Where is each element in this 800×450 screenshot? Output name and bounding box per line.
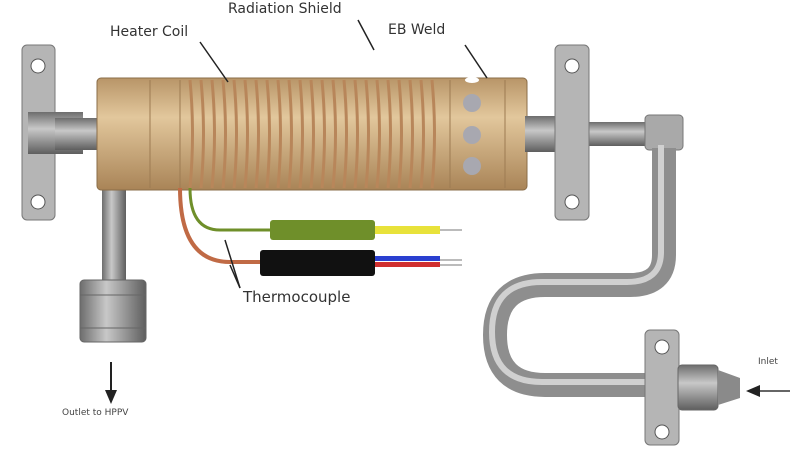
right-mounting-bracket [554, 44, 590, 221]
coil-winding [287, 79, 293, 189]
coil-winding [364, 79, 370, 189]
inlet-arrow-icon [746, 385, 790, 397]
inlet-fitting [644, 329, 740, 446]
coil-winding [210, 79, 216, 189]
coil-winding [408, 79, 414, 189]
coil-winding [430, 79, 436, 189]
coil-winding [419, 79, 425, 189]
coil-winding [353, 79, 359, 189]
coil-winding [188, 79, 194, 189]
coil-winding [232, 79, 238, 189]
outlet-arrow-icon [105, 362, 117, 404]
label-heater-coil: Heater Coil [110, 24, 189, 40]
coil-winding [276, 79, 282, 189]
coil-winding [309, 79, 315, 189]
coil-winding [243, 79, 249, 189]
coil-winding [221, 79, 227, 189]
coil-winding [254, 79, 260, 189]
label-thermocouple: Thermocouple [243, 288, 351, 306]
coil-winding [320, 79, 326, 189]
coil-winding [265, 79, 271, 189]
coil-winding [331, 79, 337, 189]
label-inlet: Inlet [758, 357, 778, 367]
coil-winding [375, 79, 381, 189]
outlet-pipe [79, 185, 147, 343]
thermocouple-assembly [178, 187, 462, 276]
label-outlet: Outlet to HPPV [62, 408, 129, 418]
leader-lines [199, 19, 488, 289]
coil-winding [342, 79, 348, 189]
left-pipe-stub [55, 118, 100, 150]
coil-winding [298, 79, 304, 189]
coil-winding [386, 79, 392, 189]
eb-weld-holes [463, 77, 481, 175]
coil-winding [199, 79, 205, 189]
label-eb-weld: EB Weld [388, 22, 446, 38]
coil-winding [397, 79, 403, 189]
heater-coil [188, 79, 436, 189]
label-radiation-shield: Radiation Shield [228, 1, 342, 17]
